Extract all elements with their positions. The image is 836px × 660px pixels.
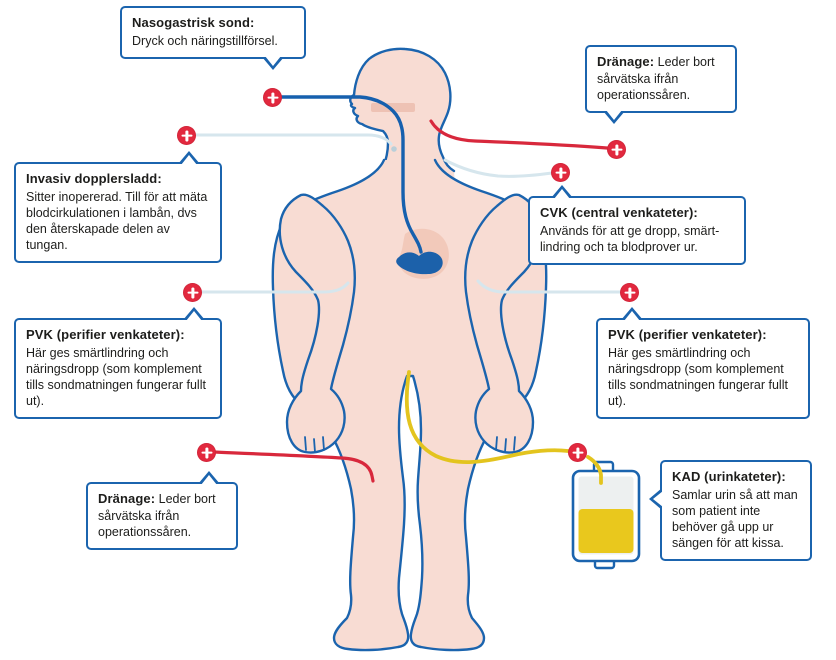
catheter-to-bag-line [586,455,603,485]
hip-drain-line [211,450,375,483]
callout-kad: KAD (urinkateter): Samlar urin så att ma… [649,460,812,561]
callout-title: PVK (perifier venkateter): [26,327,185,342]
plus-marker-nasogastric [263,88,282,107]
callout-body: Sitter inopererad. Till för att mäta blo… [26,189,208,252]
doppler-dot [391,146,397,152]
urine-level [578,509,634,553]
callout-body: Dryck och näringstillförsel. [132,33,278,48]
mouth-band [371,103,415,112]
left-arm [278,193,356,454]
callout-cvk: CVK (central venkateter): Används för at… [528,185,746,265]
plus-marker-neck-drain [607,140,626,159]
urinary-catheter-line [404,370,570,464]
callout-body: Samlar urin så att man som patient inte … [672,487,798,550]
stomach-fluid [396,251,443,275]
callout-title: Dränage: [597,54,655,69]
pvk-right-line [476,279,625,294]
callout-title: PVK (perifier venkateter): [608,327,767,342]
patient-figure [271,47,548,652]
nasogastric-tube-line [279,95,423,254]
urine-bag-icon [571,455,641,570]
callout-pvk-right: PVK (perifier venkateter): Här ges smärt… [596,307,810,419]
plus-marker-kad [568,443,587,462]
callout-dopplersladd: Invasiv dopplersladd: Sitter inopererad.… [14,151,222,263]
callout-nasogastric-sond: Nasogastrisk sond: Dryck och näringstill… [120,6,306,70]
callout-body: Leder bort sårvätska ifrån operationssår… [597,55,715,102]
right-arm [464,193,542,454]
callout-title: Nasogastrisk sond: [132,15,255,30]
callout-pvk-left: PVK (perifier venkateter): Här ges smärt… [14,307,222,419]
plus-marker-doppler [177,126,196,145]
plus-marker-pvk-left [183,283,202,302]
callout-body: Här ges smärtlindring och näringsdropp (… [26,345,206,408]
callout-title: CVK (central venkateter): [540,205,698,220]
pvk-left-line [197,281,350,294]
plus-marker-cvk [551,163,570,182]
callout-dranage-neck: Dränage: Leder bort sårvätska ifrån oper… [585,45,737,124]
callout-dranage-hip: Dränage: Leder bort sårvätska ifrån oper… [86,471,238,550]
finger-lines [304,436,516,453]
callout-title: KAD (urinkateter): [672,469,786,484]
doppler-wire-line [193,133,393,146]
plus-marker-hip-drain [197,443,216,462]
plus-marker-pvk-right [620,283,639,302]
callout-title: Dränage: [98,491,156,506]
callout-title: Invasiv dopplersladd: [26,171,162,186]
callout-body: Leder bort sårvätska ifrån operationssår… [98,492,216,539]
neck-drain-line [429,119,609,150]
cvk-line [443,158,554,178]
callout-body: Här ges smärtlindring och näringsdropp (… [608,345,788,408]
callout-body: Används för att ge dropp, smärt­lindring… [540,223,720,254]
